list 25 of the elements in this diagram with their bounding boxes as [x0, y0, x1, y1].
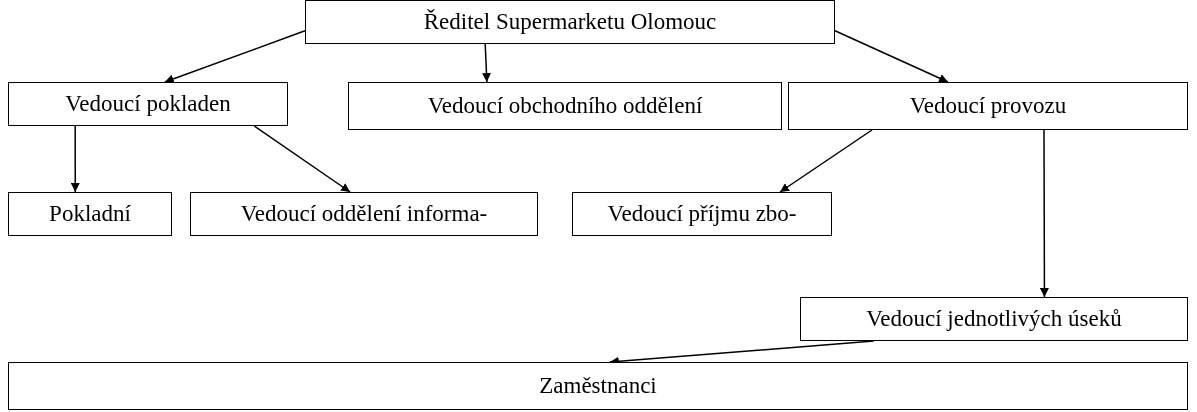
arrow	[482, 43, 491, 83]
org-box	[800, 297, 1188, 341]
role-title: Vedoucí provozu	[909, 93, 1067, 119]
role-title: Vedoucí pokladen	[65, 91, 231, 117]
role-title: Vedoucí jednotlivých úseků	[866, 306, 1122, 332]
org-box	[8, 82, 288, 126]
role-title: Vedoucí příjmu zbo-	[607, 201, 797, 227]
org-box	[572, 192, 832, 236]
role-title: Zaměstnanci	[539, 373, 657, 399]
arrow	[164, 30, 306, 84]
arrow	[253, 125, 351, 193]
org-box	[348, 82, 782, 130]
arrow	[779, 129, 873, 193]
role-title: Ředitel Supermarketu Olomouc	[423, 9, 717, 35]
org-box	[788, 82, 1188, 130]
org-box	[190, 192, 538, 236]
role-title: Vedoucí oddělení informa-	[240, 201, 488, 227]
org-box	[305, 0, 835, 44]
role-title: Pokladní	[49, 201, 131, 227]
arrow	[834, 30, 949, 83]
arrow	[1039, 129, 1049, 298]
org-box	[8, 192, 172, 236]
org-box	[8, 362, 1188, 410]
role-title: Vedoucí obchodního oddělení	[427, 93, 703, 119]
arrow	[70, 125, 80, 193]
